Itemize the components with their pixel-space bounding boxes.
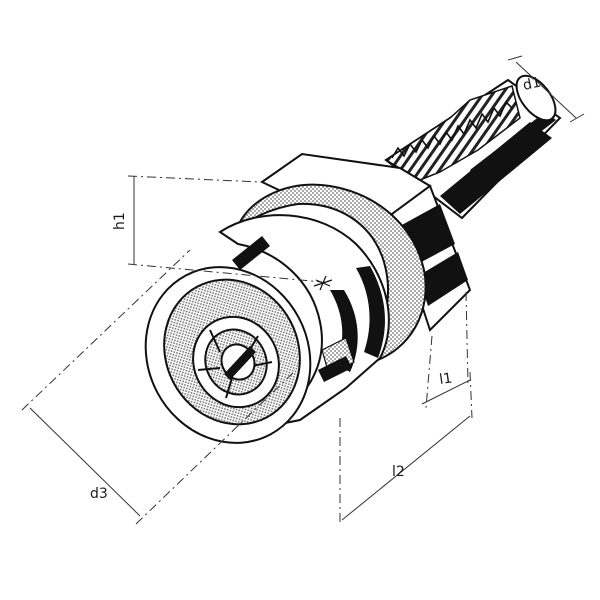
dimension-labels: d1 h1 d3 l1 l2 bbox=[90, 75, 542, 502]
collet bbox=[192, 315, 280, 409]
label-l1: l1 bbox=[438, 370, 453, 388]
label-d3: d3 bbox=[90, 486, 108, 502]
dimension-lines bbox=[21, 55, 585, 526]
label-h1: h1 bbox=[112, 212, 128, 230]
shank-serration bbox=[384, 85, 521, 181]
shank bbox=[384, 74, 562, 220]
label-d1: d1 bbox=[522, 75, 543, 94]
label-l2: l2 bbox=[392, 464, 405, 480]
